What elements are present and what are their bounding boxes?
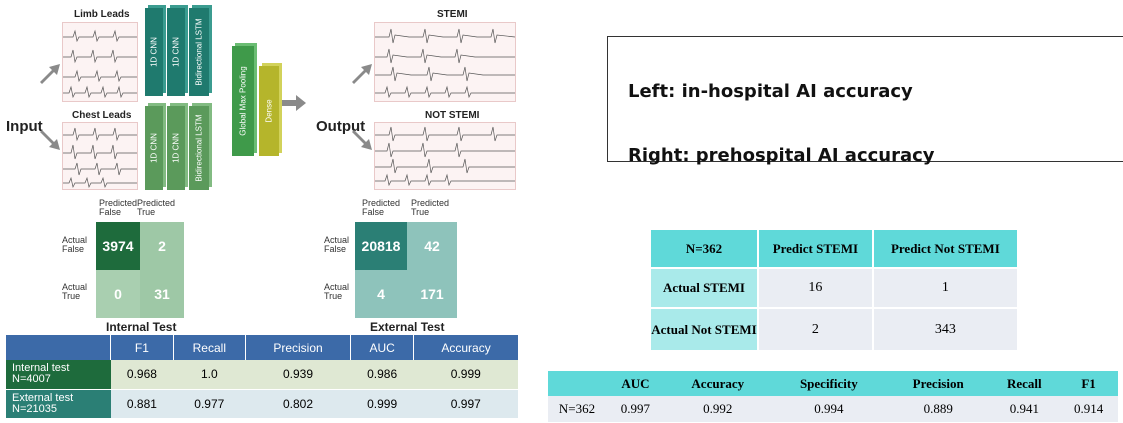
external-fn-cell: 4 xyxy=(355,270,407,318)
internal-tp-cell: 31 xyxy=(140,270,184,318)
external-tn-cell: 20818 xyxy=(355,222,407,270)
lstm-layer-top: Bidirectional LSTM xyxy=(189,8,209,96)
left-header-recall: Recall xyxy=(173,335,246,360)
left-metrics-table: F1 Recall Precision AUC Accuracy Interna… xyxy=(6,335,518,418)
ecg-limb-leads xyxy=(62,22,138,102)
prehospital-metrics-table: AUC Accuracy Specificity Precision Recal… xyxy=(548,371,1118,422)
left-metrics-header-row: F1 Recall Precision AUC Accuracy xyxy=(6,335,518,360)
external-recall: 0.977 xyxy=(194,396,225,411)
ecg-not-stemi xyxy=(374,122,516,190)
row-name-internal: Internal test N=4007 xyxy=(6,360,111,389)
note-box: Left: in-hospital AI accuracy Right: pre… xyxy=(607,36,1123,166)
ecg-stemi xyxy=(374,22,516,102)
cnn-layer-top-1: 1D CNN xyxy=(145,8,163,96)
cnn-layer-bottom-1: 1D CNN xyxy=(145,106,163,190)
prehospital-confusion-table: N=362 Predict STEMI Predict Not STEMI Ac… xyxy=(651,230,1017,350)
external-pred-false-label: Predicted False xyxy=(362,198,401,217)
external-precision: 0.802 xyxy=(282,396,313,411)
internal-accuracy: 0.999 xyxy=(450,367,481,382)
right-auc-value: 0.997 xyxy=(620,401,651,416)
internal-f1: 0.968 xyxy=(126,367,157,382)
stemi-label: STEMI xyxy=(437,9,468,20)
row-name-external: External test N=21035 xyxy=(6,389,111,418)
arrow-down-left-icon xyxy=(40,130,60,150)
right-header-recall: Recall xyxy=(1006,375,1042,391)
confusion-corner: N=362 xyxy=(651,230,758,268)
chest-leads-label: Chest Leads xyxy=(72,110,132,121)
internal-actual-true-label: Actual True xyxy=(62,282,88,301)
confusion-col-predict-stemi: Predict STEMI xyxy=(757,230,873,268)
lstm-layer-bottom: Bidirectional LSTM xyxy=(189,106,209,190)
left-header-f1: F1 xyxy=(110,335,174,360)
input-label: Input xyxy=(6,118,43,135)
left-metrics-row-internal: Internal test N=4007 0.968 1.0 0.939 0.9… xyxy=(6,360,518,389)
internal-tn-cell: 3974 xyxy=(96,222,140,270)
right-specificity-value: 0.994 xyxy=(814,401,844,416)
external-pred-true-label: Predicted True xyxy=(411,198,450,217)
external-tp-cell: 171 xyxy=(407,270,457,318)
internal-precision: 0.939 xyxy=(282,367,313,382)
external-f1: 0.881 xyxy=(126,396,157,411)
left-header-accuracy: Accuracy xyxy=(441,340,491,355)
internal-fn-cell: 0 xyxy=(96,270,140,318)
internal-auc: 0.986 xyxy=(367,367,398,382)
external-fp-cell: 42 xyxy=(407,222,457,270)
external-accuracy: 0.997 xyxy=(450,396,481,411)
note-line-right: Right: prehospital AI accuracy xyxy=(628,145,935,166)
internal-pred-false-label: Predicted False xyxy=(99,198,138,217)
right-header-accuracy: Accuracy xyxy=(691,375,745,391)
right-accuracy-value: 0.992 xyxy=(703,401,733,416)
right-header-precision: Precision xyxy=(912,375,964,391)
right-row-label: N=362 xyxy=(558,401,596,416)
arrow-down-right-icon xyxy=(352,130,372,150)
internal-recall: 1.0 xyxy=(200,367,218,382)
internal-actual-false-label: Actual False xyxy=(62,235,88,254)
internal-test-caption: Internal Test xyxy=(106,320,177,334)
not-stemi-label: NOT STEMI xyxy=(425,110,480,121)
right-recall-value: 0.941 xyxy=(1009,401,1039,416)
arrow-right-icon xyxy=(282,95,306,111)
external-auc: 0.999 xyxy=(367,396,398,411)
right-precision-value: 0.889 xyxy=(923,401,953,416)
confusion-cell-tp: 16 xyxy=(757,267,873,308)
global-max-pooling-layer: Global Max Pooling xyxy=(232,46,254,156)
left-header-auc: AUC xyxy=(350,335,415,360)
confusion-cell-fp: 2 xyxy=(757,307,873,350)
arrow-up-left-icon xyxy=(40,64,60,84)
limb-leads-label: Limb Leads xyxy=(74,9,130,20)
internal-pred-true-label: Predicted True xyxy=(137,198,176,217)
right-header-f1: F1 xyxy=(1081,375,1096,391)
ecg-chest-leads xyxy=(62,122,138,190)
output-label: Output xyxy=(316,118,366,135)
confusion-cell-fn: 1 xyxy=(871,267,1017,308)
dense-layer: Dense xyxy=(259,66,279,156)
cnn-layer-bottom-2: 1D CNN xyxy=(167,106,185,190)
internal-fp-cell: 2 xyxy=(140,222,184,270)
right-header-specificity: Specificity xyxy=(799,375,858,391)
confusion-row-actual-stemi: Actual STEMI xyxy=(651,267,758,308)
arrow-up-right-icon xyxy=(352,64,372,84)
external-test-caption: External Test xyxy=(370,320,445,334)
right-f1-value: 0.914 xyxy=(1073,401,1104,416)
confusion-cell-tn: 343 xyxy=(871,307,1017,350)
left-metrics-row-external: External test N=21035 0.881 0.977 0.802 … xyxy=(6,389,518,418)
confusion-row-actual-not-stemi: Actual Not STEMI xyxy=(651,307,758,350)
left-header-precision: Precision xyxy=(245,335,352,360)
external-actual-true-label: Actual True xyxy=(324,282,350,301)
cnn-layer-top-2: 1D CNN xyxy=(167,8,185,96)
right-header-auc: AUC xyxy=(621,375,650,391)
flow-arrows xyxy=(40,64,372,150)
note-line-left: Left: in-hospital AI accuracy xyxy=(628,81,913,102)
confusion-col-predict-not-stemi: Predict Not STEMI xyxy=(871,230,1017,268)
external-actual-false-label: Actual False xyxy=(324,235,350,254)
